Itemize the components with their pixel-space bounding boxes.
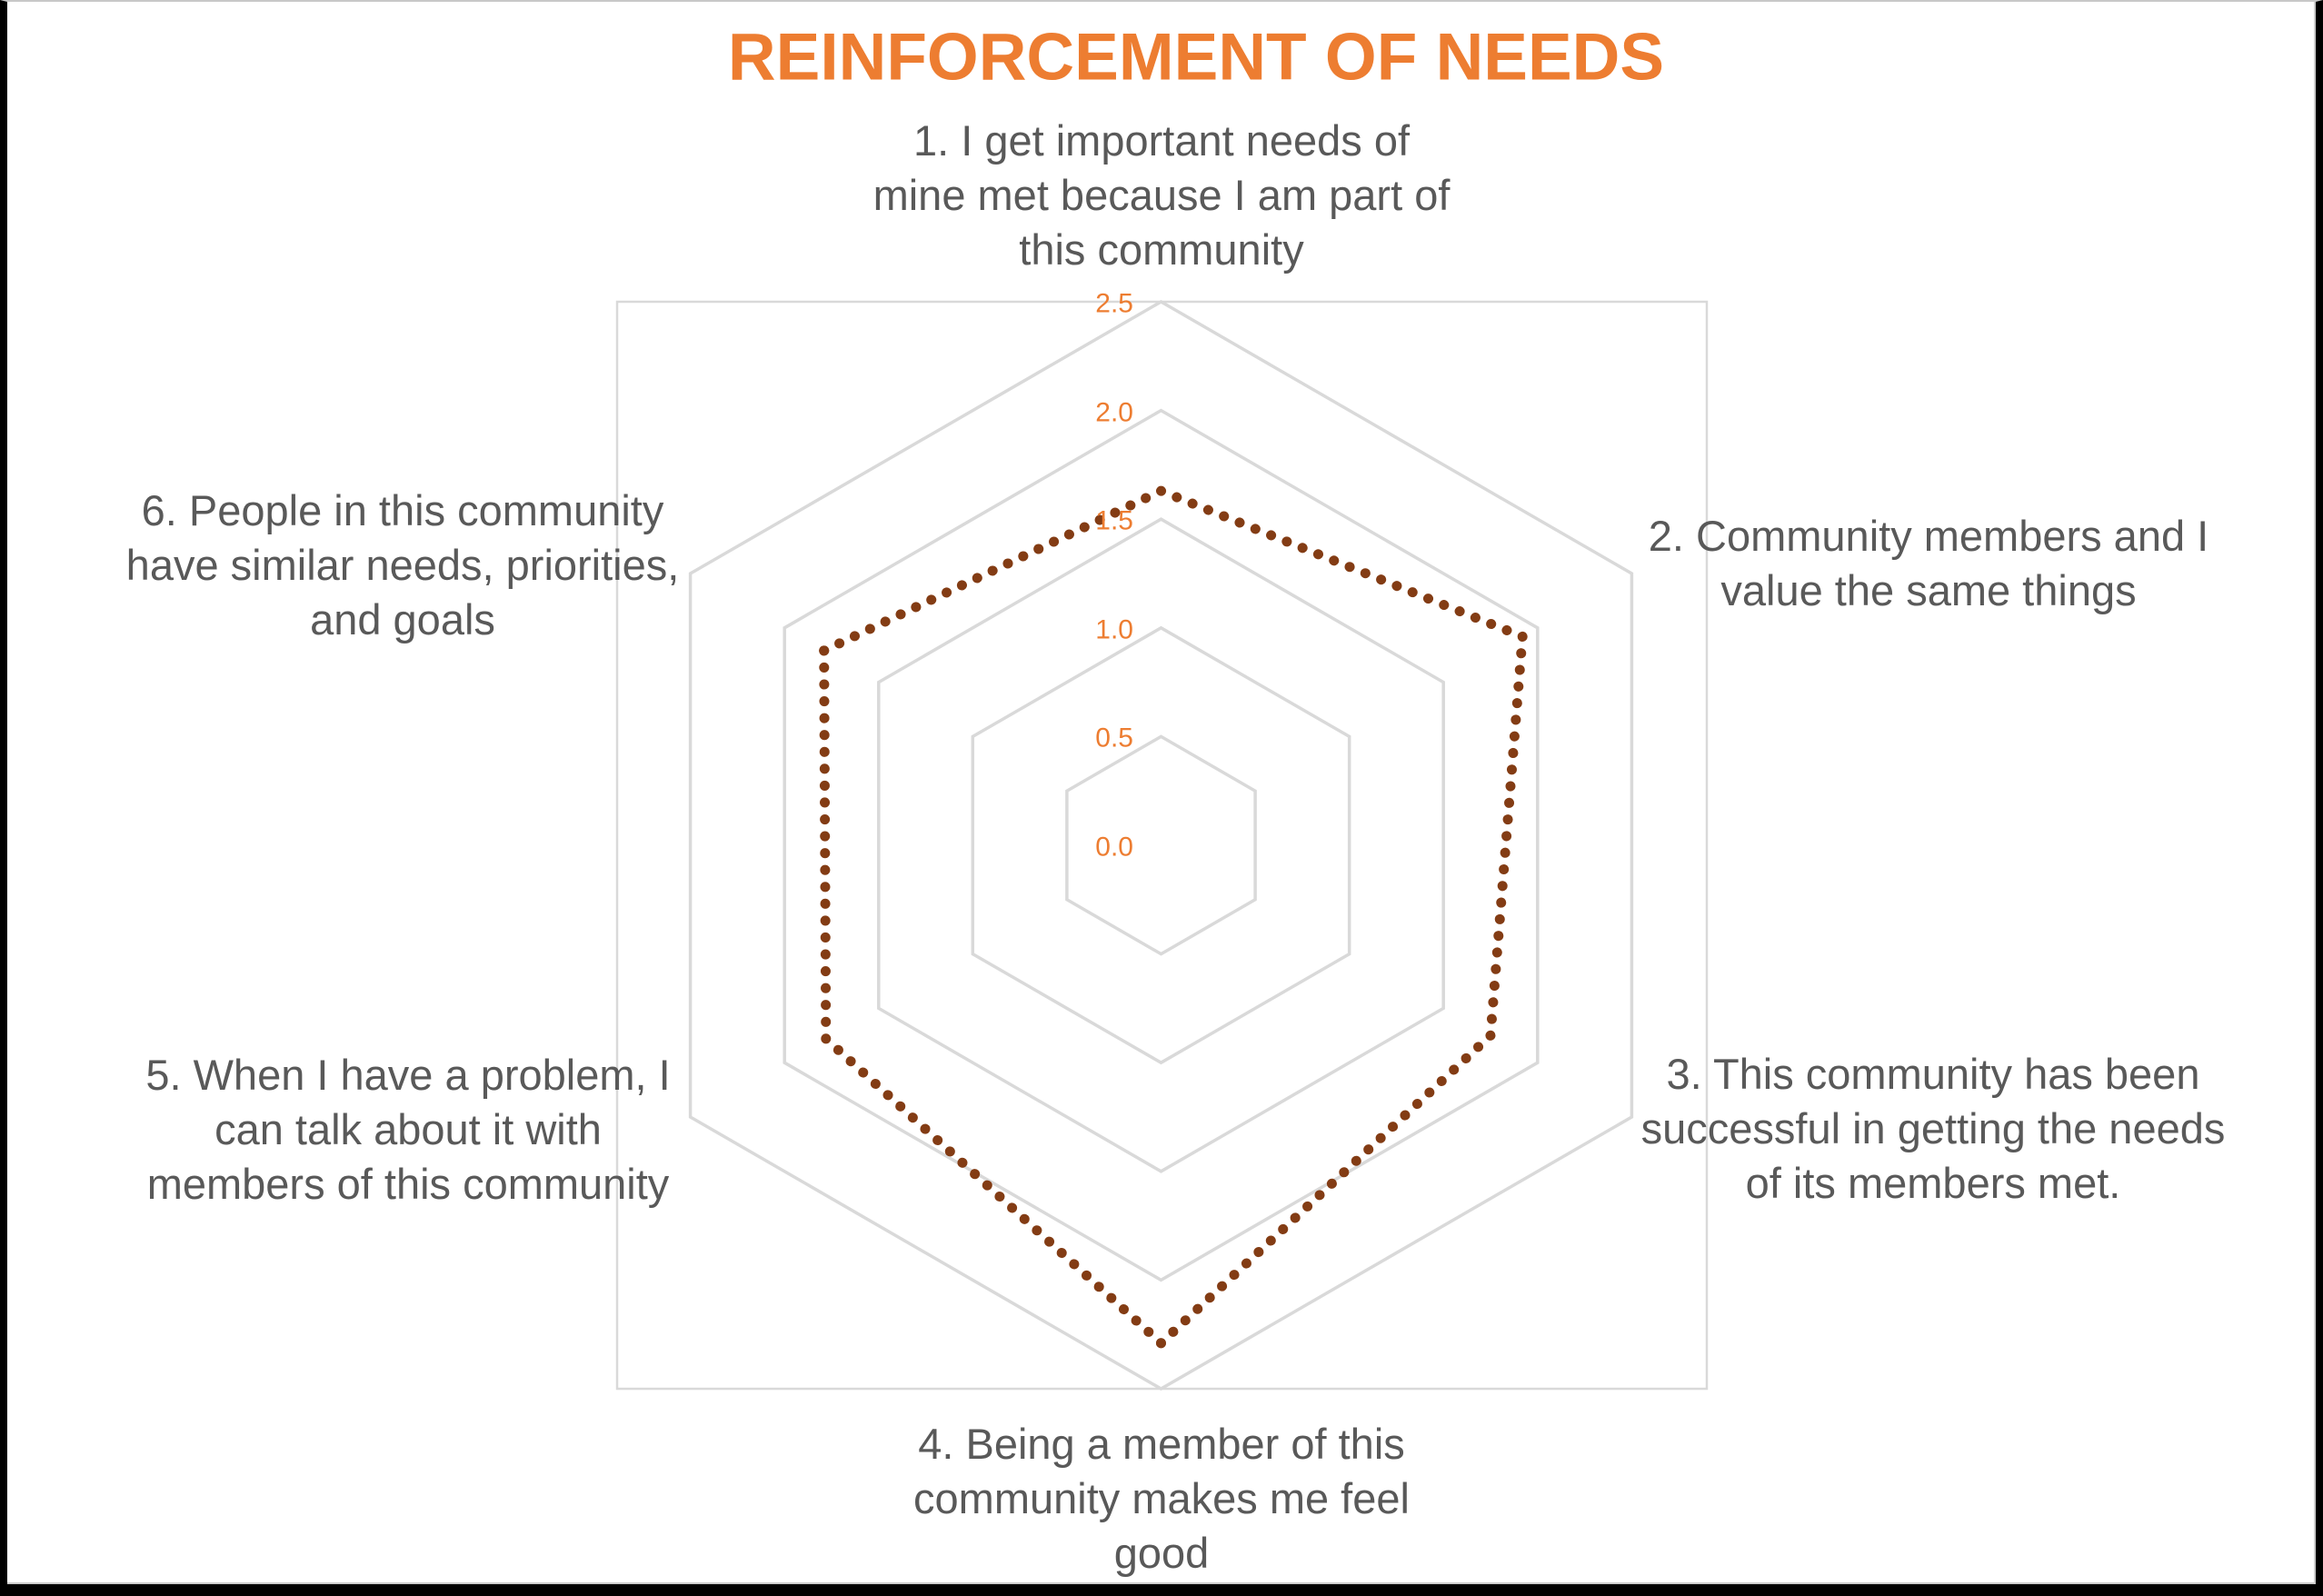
- frame-hairline-right: [2314, 0, 2316, 1584]
- plot-area-border: [615, 300, 1709, 1391]
- frame-hairline-bottom: [7, 1582, 2316, 1584]
- axis-label-6: 6. People in this community have similar…: [125, 486, 680, 643]
- data-series-edge-6: [819, 485, 1166, 656]
- data-series-edge-1: [1156, 485, 1528, 642]
- data-series-edge-4: [821, 1033, 1166, 1349]
- chart-title: REINFORCEMENT OF NEEDS: [727, 20, 1665, 95]
- radial-tick-1.0: 1.0: [1095, 614, 1133, 645]
- grid-ring-1.5: [877, 517, 1445, 1173]
- radial-tick-2.5: 2.5: [1095, 288, 1133, 319]
- grid-ring-0.5: [1065, 734, 1257, 956]
- radial-tick-0.5: 0.5: [1095, 723, 1133, 753]
- axis-label-4: 4. Being a member of this community make…: [913, 1420, 1410, 1577]
- axis-label-3: 3. This community has been successful in…: [1640, 1050, 2226, 1207]
- axis-label-1: 1. I get important needs of mine met bec…: [872, 116, 1451, 274]
- data-series: [819, 485, 1528, 1349]
- data-series-edge-5: [819, 645, 832, 1044]
- radial-tick-1.5: 1.5: [1095, 505, 1133, 536]
- radial-tick-2.0: 2.0: [1095, 396, 1133, 427]
- radial-tick-0.0: 0.0: [1095, 832, 1133, 863]
- grid-ring-1.0: [971, 625, 1351, 1065]
- axis-label-5: 5. When I have a problem, I can talk abo…: [145, 1051, 671, 1208]
- grid-ring-2.0: [783, 408, 1540, 1282]
- data-series-edge-3: [1156, 1030, 1496, 1349]
- grid-ring-2.5: [688, 299, 1634, 1392]
- axis-label-2: 2. Community members and I value the sam…: [1648, 512, 2209, 614]
- data-series-edge-2: [1485, 631, 1528, 1041]
